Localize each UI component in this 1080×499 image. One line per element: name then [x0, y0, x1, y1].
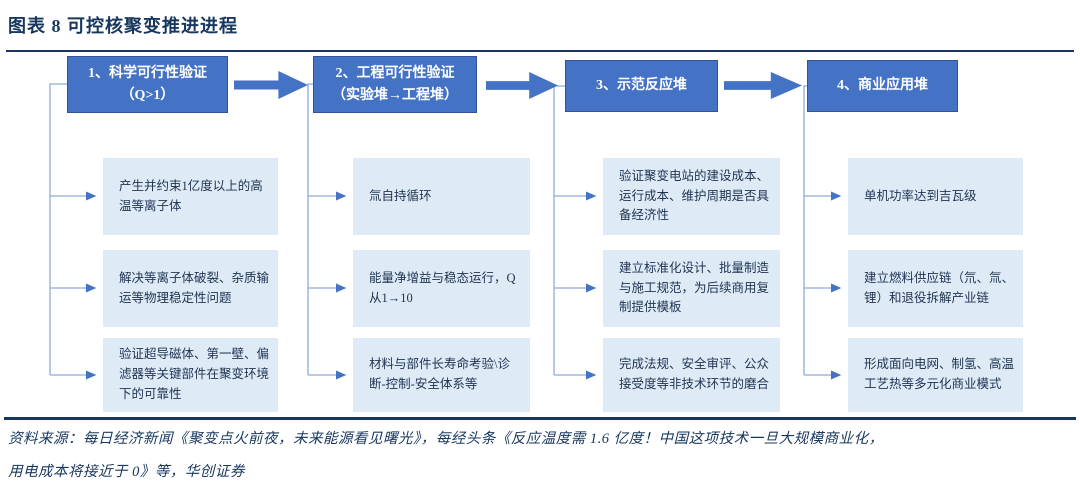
flow-arrow-1: [234, 71, 308, 99]
stage-2-item-3: 材料与部件长寿命考验\诊断-控制-安全体系等: [353, 338, 530, 412]
stage-4-header: 4、商业应用堆: [807, 60, 958, 112]
footer-rule: [4, 417, 1076, 420]
source-note-line-1: 资料来源：每日经济新闻《聚变点火前夜，未来能源看见曙光》，每经头条《反应温度需 …: [8, 431, 884, 447]
stage-2-item-1: 氚自持循环: [353, 158, 530, 235]
figure-title: 图表 8 可控核聚变推进进程: [8, 16, 238, 36]
stage-4-item-3: 形成面向电网、制氢、高温工艺热等多元化商业模式: [848, 338, 1023, 412]
flow-arrow-2: [486, 72, 558, 99]
stage-4-item-2: 建立燃料供应链（氘、氚、锂）和退役拆解产业链: [848, 250, 1023, 327]
title-rule: [6, 50, 1074, 52]
stage-2-header: 2、工程可行性验证 （实验堆→工程堆）: [313, 56, 477, 113]
stage-3-item-3: 完成法规、安全审评、公众接受度等非技术环节的磨合: [603, 338, 780, 412]
stage-1-item-3: 验证超导磁体、第一壁、偏滤器等关键部件在聚变环境下的可靠性: [103, 338, 278, 412]
source-note-line-2: 用电成本将接近于 0》等，华创证券: [8, 464, 245, 480]
stage-2-item-2: 能量净增益与稳态运行，Q从1→10: [353, 250, 530, 327]
flow-arrow-3: [724, 72, 802, 99]
stage-4-item-1: 单机功率达到吉瓦级: [848, 158, 1023, 235]
stage-3-item-2: 建立标准化设计、批量制造与施工规范，为后续商用复制提供模板: [603, 250, 780, 327]
stage-3-header: 3、示范反应堆: [565, 60, 718, 112]
stage-1-header: 1、科学可行性验证 （Q>1）: [67, 56, 228, 113]
stage-1-item-2: 解决等离子体破裂、杂质输运等物理稳定性问题: [103, 250, 278, 327]
stage-3-item-1: 验证聚变电站的建设成本、运行成本、维护周期是否具备经济性: [603, 158, 780, 235]
stage-1-item-1: 产生并约束1亿度以上的高温等离子体: [103, 158, 278, 235]
